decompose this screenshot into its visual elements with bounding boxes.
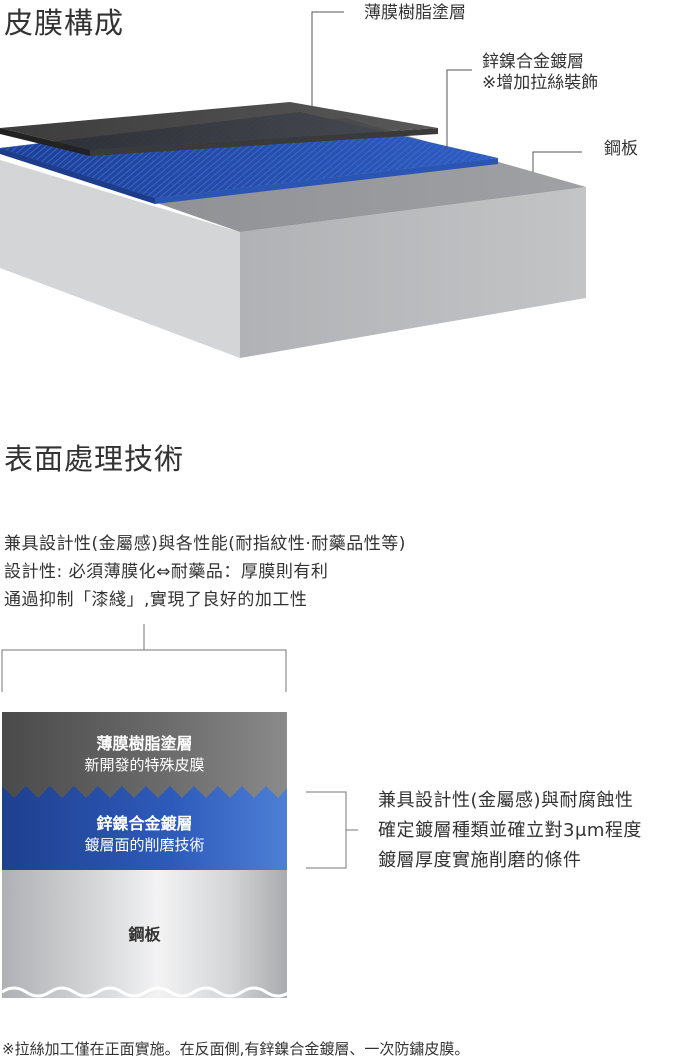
label-steel: 鋼板 [604, 139, 638, 159]
cs-steel-layer [2, 870, 287, 1022]
cs-bottom-cut [2, 998, 287, 1022]
section-title-surface-treatment: 表面處理技術 [4, 442, 185, 476]
label-resin-coating: 薄膜樹脂塗層 [364, 3, 466, 23]
alloy-explanation-line-1: 兼具設計性(金屬感)與耐腐蝕性 [378, 790, 634, 811]
leader-steel [532, 151, 582, 172]
steel-left-face [0, 160, 240, 358]
label-alloy-plating: 鋅鎳合金鍍層 [482, 52, 584, 72]
section-title-film-structure: 皮膜構成 [4, 6, 125, 40]
leader-resin [311, 11, 344, 108]
alloy-layer-side [0, 148, 155, 204]
leader-alloy [446, 69, 472, 150]
cs-alloy-subtitle: 鍍層面的削磨技術 [84, 836, 205, 854]
alloy-explanation-line-3: 鍍層厚度實施削磨的條件 [378, 850, 582, 871]
cs-alloy-title: 鋅鎳合金鍍層 [96, 814, 193, 833]
cs-steel-title: 鋼板 [128, 925, 161, 944]
right-bracket [306, 791, 358, 869]
description-line-2: 設計性: 必須薄膜化⇔耐藥品：厚膜則有利 [4, 562, 329, 582]
resin-layer-side [0, 128, 90, 156]
description-line-3: 通過抑制「漆綫」,實現了良好的加工性 [4, 590, 308, 610]
cs-wave-line [2, 986, 287, 998]
surface-treatment-description: 兼具設計性(金屬感)與各性能(耐指紋性·耐藥品性等) 設計性: 必須薄膜化⇔耐藥… [4, 530, 406, 614]
label-alloy-note: ※增加拉絲裝飾 [482, 73, 599, 93]
steel-front-face [240, 187, 586, 358]
cs-resin-subtitle: 新開發的特殊皮膜 [84, 756, 205, 774]
resin-layer-top [0, 102, 438, 150]
footnote: ※拉絲加工僅在正面實施。在反面側,有鋅鎳合金鍍層、一次防鏽皮膜。 [2, 1040, 470, 1058]
cs-resin-title: 薄膜樹脂塗層 [96, 734, 193, 753]
alloy-explanation-line-2: 確定鍍層種類並確立對3μm程度 [378, 820, 642, 841]
cross-section-diagram [2, 712, 287, 1022]
cs-alloy-layer [2, 786, 287, 870]
film-structure-illustration [0, 11, 586, 358]
description-line-1: 兼具設計性(金屬感)與各性能(耐指紋性·耐藥品性等) [4, 534, 406, 554]
top-bracket [1, 624, 287, 692]
alloy-layer-front [155, 158, 498, 204]
alloy-explanation: 兼具設計性(金屬感)與耐腐蝕性 確定鍍層種類並確立對3μm程度 鍍層厚度實施削磨… [378, 786, 642, 876]
resin-layer-front [90, 128, 438, 156]
